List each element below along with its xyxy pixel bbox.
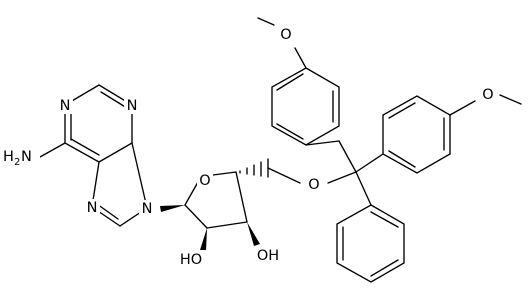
wedge-c2p-oh [200,228,207,251]
bond-c2p-c1p [184,204,208,229]
atom-n7: N [87,200,98,216]
phenyl-ring [336,204,405,283]
atom-labels: N N N N H 2 N O O HO OH O O [2,26,497,268]
methoxyphenyl-ring-1 [257,17,340,146]
methoxyphenyl-ring-2 [382,94,522,174]
atom-n1: N [60,98,71,114]
bond-c4-c5 [98,142,133,163]
bond-c4p-c3p [235,171,248,223]
bond-c4-n9 [131,142,148,209]
atom-ether-o: O [308,177,319,193]
bond-c6-nh2 [39,142,66,158]
wedge-c3p-oh [247,222,260,246]
bond-o4-c4p [212,171,237,176]
bond-c1p-o4 [184,181,199,206]
bond-c-ring2 [355,153,384,173]
bond-c5-c6-double [70,138,100,156]
ribose-ring [160,158,357,251]
atom-n9: N [142,201,153,217]
bond-c5-c6 [64,142,100,163]
atom-ho-2: HO [180,252,202,268]
bond-c5p-o [267,167,301,184]
bond-o-trityl [327,171,357,184]
atom-ome-top: O [280,27,291,43]
atom-ring-o: O [199,173,210,189]
atom-n3: N [127,98,138,114]
bond-c-ring1 [338,140,357,173]
bond-c2-n3-double [100,91,128,109]
bond-c-ring3 [355,171,372,206]
atom-oh-3: OH [257,248,279,264]
hash-c4p-c5p [239,158,269,178]
bond-c3p-c2p [206,221,248,229]
wedge-c1p-n9 [160,205,185,212]
atom-amine-n: N [21,149,32,165]
bond-c8-n7-double [96,203,119,220]
atom-amine-sub: 2 [14,157,20,168]
atom-ome-right: O [482,87,493,103]
atom-amine-h: H [3,149,14,165]
trityl-core [338,140,384,206]
